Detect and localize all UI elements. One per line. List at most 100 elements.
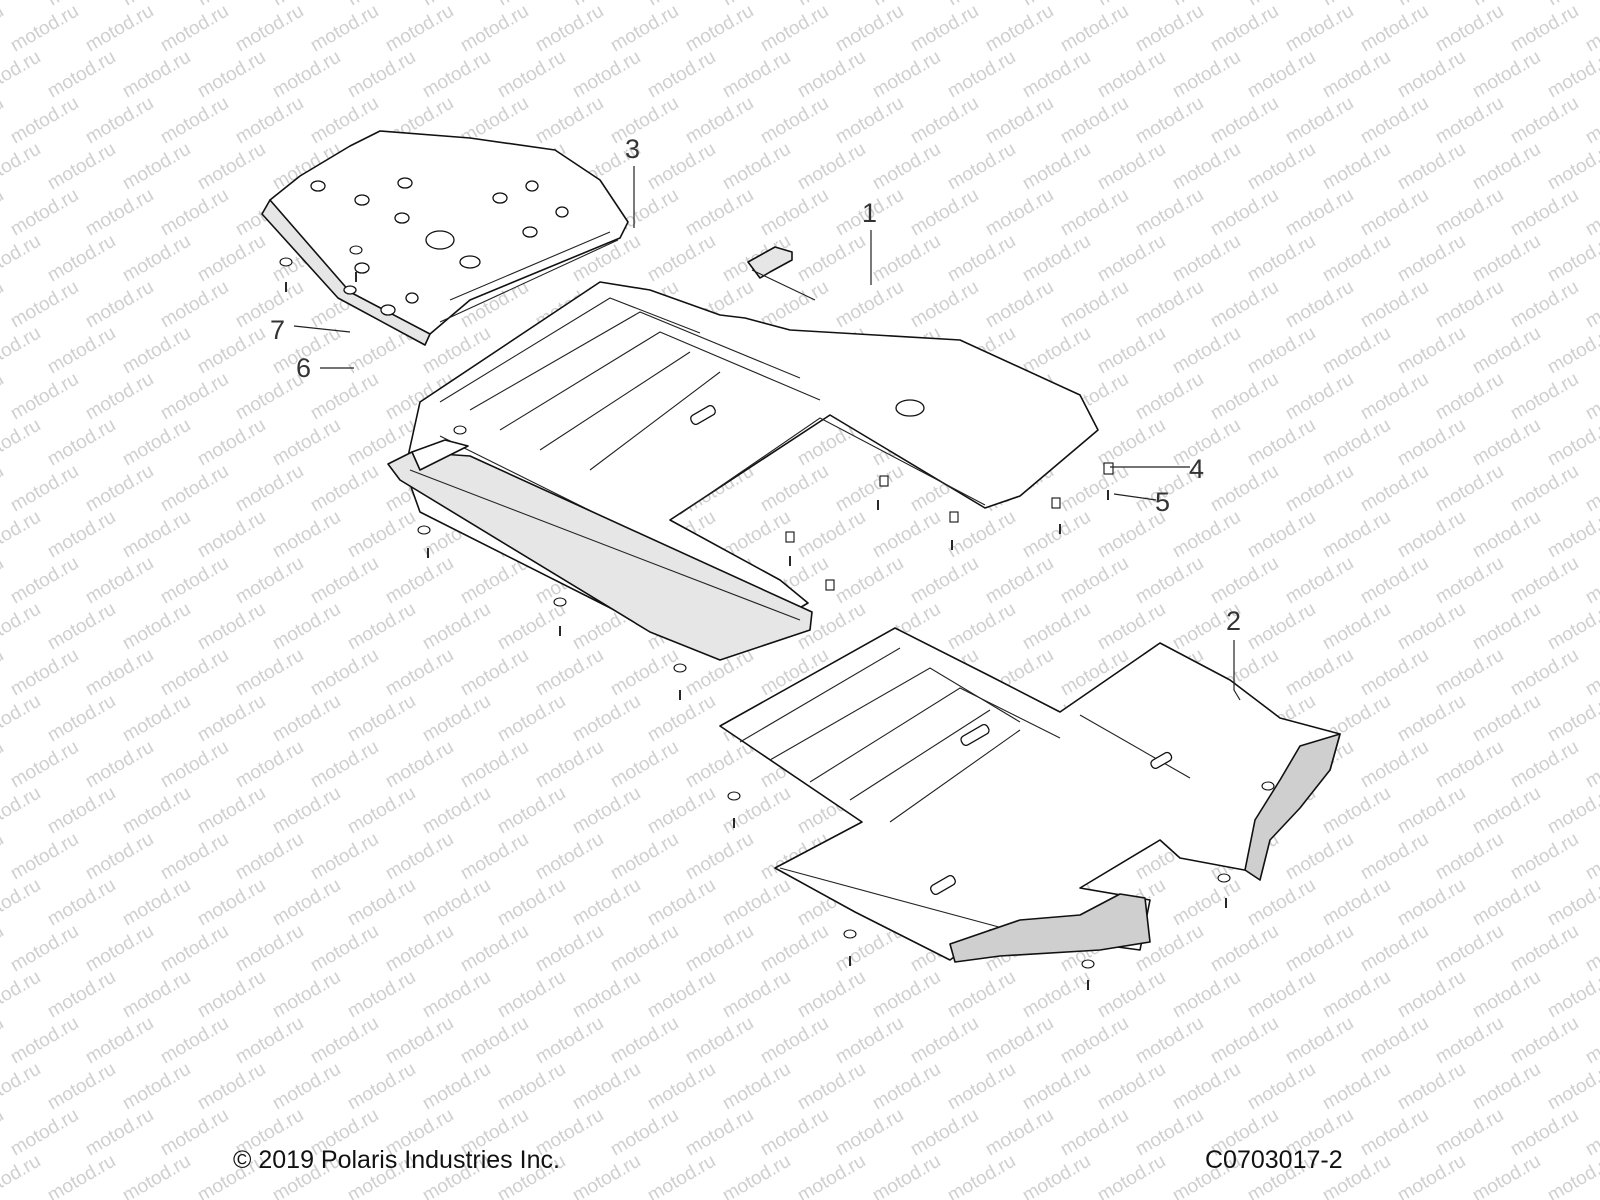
floor-panel-rear	[719, 627, 1341, 961]
fastener-group	[279, 245, 1275, 990]
watermark-text: motod.ru	[7, 93, 82, 149]
watermark-text: motod.ru	[307, 553, 382, 609]
watermark-text: motod.ru	[982, 1013, 1057, 1069]
watermark-text: motod.ru	[1432, 369, 1507, 425]
watermark-text: motod.ru	[907, 553, 982, 609]
watermark-text: motod.ru	[794, 1059, 869, 1115]
watermark-text: motod.ru	[682, 185, 757, 241]
watermark-text: motod.ru	[1582, 829, 1600, 885]
watermark-text: motod.ru	[532, 93, 607, 149]
watermark-text: motod.ru	[0, 231, 44, 287]
watermark-text: motod.ru	[194, 967, 269, 1023]
watermark-text: motod.ru	[1469, 1151, 1544, 1200]
watermark-text: motod.ru	[719, 1059, 794, 1115]
watermark-text: motod.ru	[1169, 139, 1244, 195]
watermark-text: motod.ru	[307, 921, 382, 977]
watermark-text: motod.ru	[232, 93, 307, 149]
watermark-text: motod.ru	[1357, 369, 1432, 425]
watermark-text: motod.ru	[1394, 691, 1469, 747]
callout-1: 1	[862, 198, 877, 228]
watermark-text: motod.ru	[1282, 645, 1357, 701]
watermark-text: motod.ru	[119, 691, 194, 747]
watermark-text: motod.ru	[0, 599, 44, 655]
watermark-text: motod.ru	[307, 829, 382, 885]
copyright-notice: © 2019 Polaris Industries Inc.	[233, 1146, 560, 1174]
watermark-text: motod.ru	[982, 93, 1057, 149]
watermark-text: motod.ru	[0, 1151, 44, 1200]
watermark-text: motod.ru	[719, 783, 794, 839]
watermark-text: motod.ru	[344, 0, 419, 10]
watermark-text: motod.ru	[719, 875, 794, 931]
watermark-text: motod.ru	[1469, 415, 1544, 471]
watermark-text: motod.ru	[119, 875, 194, 931]
watermark-text: motod.ru	[644, 47, 719, 103]
watermark-text: motod.ru	[0, 553, 7, 609]
watermark-text: motod.ru	[44, 599, 119, 655]
watermark-text: motod.ru	[944, 1059, 1019, 1115]
watermark-text: motod.ru	[1244, 0, 1319, 10]
watermark-text: motod.ru	[7, 277, 82, 333]
watermark-text: motod.ru	[82, 553, 157, 609]
watermark-text: motod.ru	[1094, 47, 1169, 103]
watermark-text: motod.ru	[1057, 1197, 1132, 1200]
watermark-text: motod.ru	[157, 93, 232, 149]
watermark-text: motod.ru	[457, 645, 532, 701]
watermark-text: motod.ru	[1357, 553, 1432, 609]
watermark-text: motod.ru	[1244, 139, 1319, 195]
watermark-text: motod.ru	[44, 415, 119, 471]
watermark-text: motod.ru	[194, 47, 269, 103]
watermark-text: motod.ru	[1207, 185, 1282, 241]
watermark-text: motod.ru	[644, 967, 719, 1023]
watermark-text: motod.ru	[82, 185, 157, 241]
watermark-text: motod.ru	[1357, 93, 1432, 149]
watermark-text: motod.ru	[869, 47, 944, 103]
watermark-text: motod.ru	[7, 829, 82, 885]
watermark-text: motod.ru	[1244, 415, 1319, 471]
watermark-text: motod.ru	[419, 783, 494, 839]
watermark-text: motod.ru	[1582, 277, 1600, 333]
watermark-text: motod.ru	[457, 829, 532, 885]
watermark-text: motod.ru	[907, 1197, 982, 1200]
watermark-text: motod.ru	[1394, 967, 1469, 1023]
watermark-text: motod.ru	[1094, 231, 1169, 287]
watermark-text: motod.ru	[1319, 967, 1394, 1023]
watermark-text: motod.ru	[1582, 921, 1600, 977]
watermark-text: motod.ru	[1057, 461, 1132, 517]
watermark-text: motod.ru	[457, 737, 532, 793]
watermark-text: motod.ru	[607, 1013, 682, 1069]
watermark-text: motod.ru	[1469, 875, 1544, 931]
watermark-text: motod.ru	[1432, 1197, 1507, 1200]
watermark-text: motod.ru	[607, 921, 682, 977]
watermark-text: motod.ru	[44, 691, 119, 747]
watermark-text: motod.ru	[344, 599, 419, 655]
watermark-text: motod.ru	[569, 47, 644, 103]
watermark-text: motod.ru	[607, 829, 682, 885]
watermark-text: motod.ru	[1357, 1105, 1432, 1161]
watermark-text: motod.ru	[794, 967, 869, 1023]
watermark-text: motod.ru	[1507, 921, 1582, 977]
watermark-text: motod.ru	[1432, 185, 1507, 241]
watermark-text: motod.ru	[1319, 0, 1394, 10]
watermark-text: motod.ru	[0, 1059, 44, 1115]
watermark-text: motod.ru	[0, 1197, 7, 1200]
watermark-text: motod.ru	[794, 139, 869, 195]
watermark-text: motod.ru	[1357, 829, 1432, 885]
watermark-text: motod.ru	[157, 829, 232, 885]
watermark-text: motod.ru	[607, 93, 682, 149]
watermark-text: motod.ru	[1282, 829, 1357, 885]
watermark-text: motod.ru	[1469, 691, 1544, 747]
watermark-text: motod.ru	[644, 691, 719, 747]
watermark-text: motod.ru	[832, 1105, 907, 1161]
watermark-text: motod.ru	[532, 1197, 607, 1200]
watermark-text: motod.ru	[1432, 921, 1507, 977]
watermark-text: motod.ru	[869, 507, 944, 563]
watermark-text: motod.ru	[44, 1059, 119, 1115]
watermark-text: motod.ru	[1057, 1013, 1132, 1069]
watermark-text: motod.ru	[1282, 93, 1357, 149]
watermark-text: motod.ru	[1169, 875, 1244, 931]
watermark-text: motod.ru	[1207, 93, 1282, 149]
rear-side-guard-left	[949, 893, 1151, 963]
watermark-text: motod.ru	[907, 277, 982, 333]
watermark-text: motod.ru	[307, 461, 382, 517]
watermark-text: motod.ru	[344, 507, 419, 563]
